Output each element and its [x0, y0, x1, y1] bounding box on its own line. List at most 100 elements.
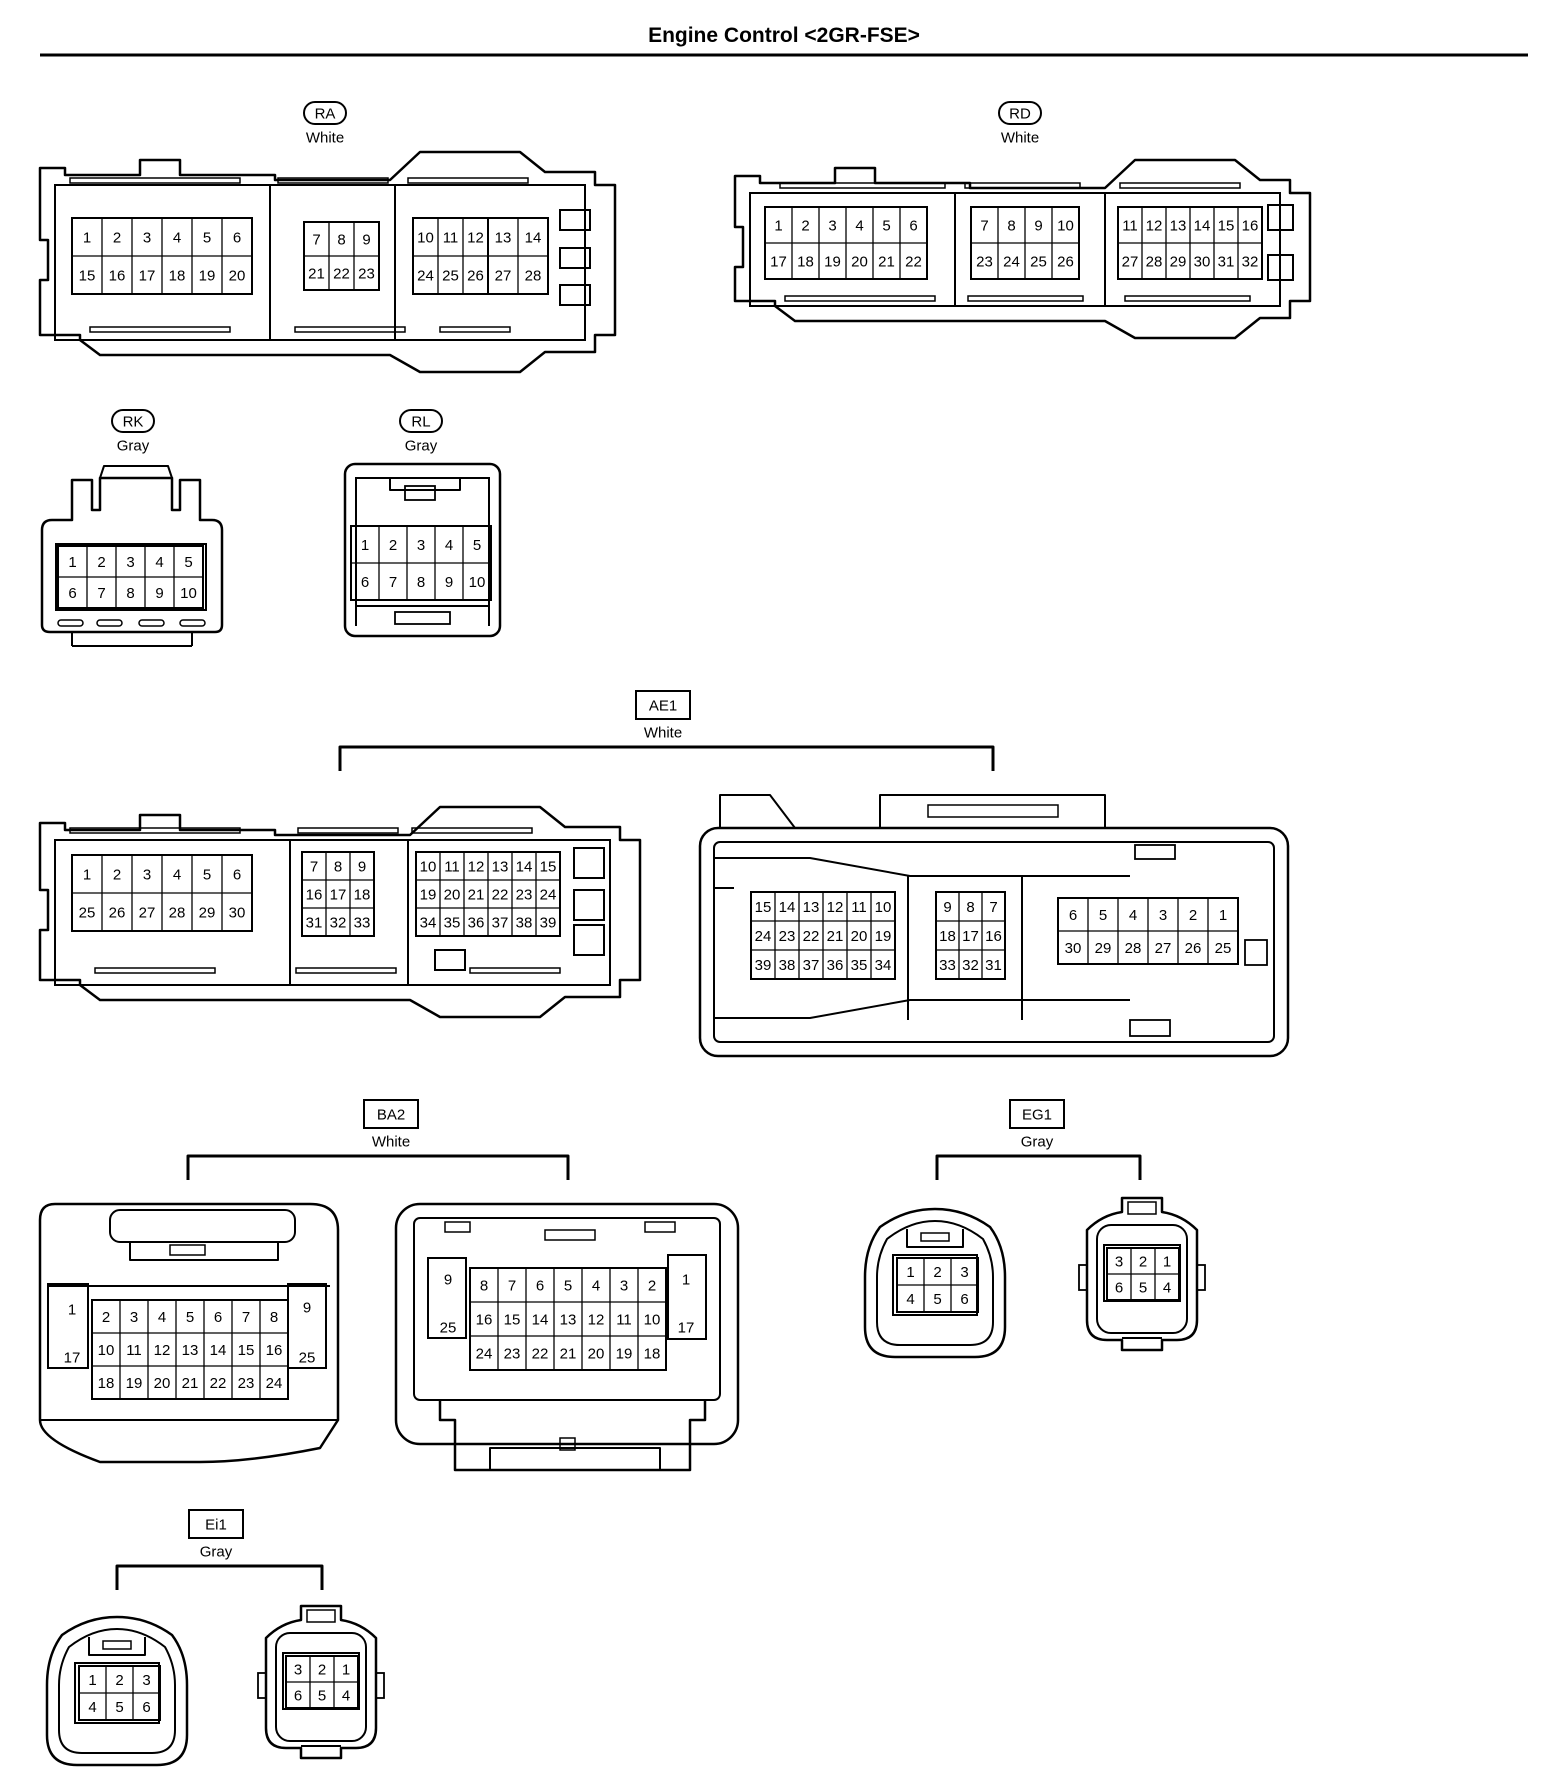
slot-bar	[69, 827, 241, 834]
latch	[1134, 844, 1176, 860]
pin-9: 9	[943, 899, 951, 916]
pin-1: 1	[906, 1264, 914, 1281]
pin-25: 25	[79, 905, 96, 922]
pin-8: 8	[126, 585, 134, 602]
pin-19: 19	[420, 887, 437, 904]
pin-26: 26	[467, 268, 484, 285]
pin-9: 9	[362, 232, 370, 249]
pin-36: 36	[468, 915, 485, 932]
pin-5: 5	[186, 1309, 194, 1326]
pin-4: 4	[906, 1291, 914, 1308]
inner-frame	[54, 184, 586, 341]
pin-17: 17	[330, 887, 347, 904]
pin-4: 4	[1163, 1280, 1171, 1297]
slot-bar	[179, 619, 206, 627]
pin-6: 6	[142, 1699, 150, 1716]
slot-bar	[96, 619, 123, 627]
pin-33: 33	[939, 957, 956, 974]
pin-2: 2	[1139, 1254, 1147, 1271]
connector-color: White	[372, 1134, 410, 1151]
pin-11: 11	[1122, 218, 1138, 235]
page-title: Engine Control <2GR-FSE>	[648, 24, 920, 47]
pin-21: 21	[878, 254, 895, 271]
pin-23: 23	[976, 254, 993, 271]
pin-5: 5	[882, 218, 890, 235]
housing-outline	[38, 805, 642, 1019]
connector-code-badge	[111, 409, 155, 433]
inner-frame	[54, 839, 611, 986]
pin-27: 27	[495, 268, 512, 285]
pin-10: 10	[417, 230, 434, 247]
pin-19: 19	[199, 268, 216, 285]
pin-23: 23	[779, 928, 796, 945]
pin-10: 10	[98, 1342, 115, 1359]
pin-8: 8	[270, 1309, 278, 1326]
pin-1: 1	[342, 1662, 350, 1679]
inner-frame	[413, 1217, 721, 1401]
slot-bar	[407, 177, 529, 184]
pin-14: 14	[525, 230, 542, 247]
pin-3: 3	[1115, 1254, 1123, 1271]
latch	[109, 1209, 296, 1243]
housing-outline	[876, 1220, 994, 1346]
pin-14: 14	[779, 899, 796, 916]
housing-outline	[99, 465, 173, 479]
pin-16: 16	[266, 1342, 283, 1359]
latch	[102, 1640, 132, 1650]
pin-12: 12	[588, 1312, 605, 1329]
pin-2: 2	[389, 537, 397, 554]
pin-1: 1	[83, 867, 91, 884]
pin-31: 31	[306, 915, 323, 932]
housing-outline	[1085, 1196, 1199, 1352]
pin-14: 14	[210, 1342, 227, 1359]
pin-16: 16	[985, 928, 1002, 945]
housing-outline	[88, 1637, 146, 1656]
pin-2: 2	[102, 1309, 110, 1326]
pin-13: 13	[560, 1312, 577, 1329]
pin-21: 21	[182, 1375, 199, 1392]
pin-15: 15	[1218, 218, 1235, 235]
pin-8: 8	[334, 859, 342, 876]
bracket-line	[338, 745, 995, 771]
connector-color: White	[1001, 130, 1039, 147]
latch	[1078, 1264, 1088, 1291]
connector-color: Gray	[1021, 1134, 1054, 1151]
pin-28: 28	[525, 268, 542, 285]
housing-outline	[733, 158, 1312, 340]
pin-5: 5	[115, 1699, 123, 1716]
slot-bar	[967, 295, 1084, 302]
connector-code: RK	[123, 414, 144, 431]
housing-outline	[264, 1604, 378, 1760]
pin-7: 7	[310, 859, 318, 876]
connector-code: Ei1	[205, 1517, 227, 1534]
housing-outline	[438, 1400, 707, 1472]
pin-2: 2	[318, 1662, 326, 1679]
pin-28: 28	[1125, 940, 1142, 957]
latch	[404, 485, 436, 501]
pin-33: 33	[354, 915, 371, 932]
housing-outline	[129, 1242, 279, 1261]
pin-25: 25	[440, 1320, 457, 1337]
pin-10: 10	[420, 859, 437, 876]
pin-23: 23	[504, 1346, 521, 1363]
latch	[257, 1672, 267, 1699]
pin-block	[301, 851, 375, 937]
pin-11: 11	[444, 859, 460, 876]
pin-21: 21	[468, 887, 485, 904]
pin-24: 24	[417, 268, 434, 285]
latch	[1267, 204, 1294, 231]
pin-2: 2	[115, 1672, 123, 1689]
pin-12: 12	[467, 230, 484, 247]
housing-outline	[58, 1628, 176, 1754]
pin-23: 23	[516, 887, 533, 904]
pin-27: 27	[1155, 940, 1172, 957]
pin-2: 2	[933, 1264, 941, 1281]
pin-10: 10	[180, 585, 197, 602]
slot-bar	[89, 326, 231, 333]
